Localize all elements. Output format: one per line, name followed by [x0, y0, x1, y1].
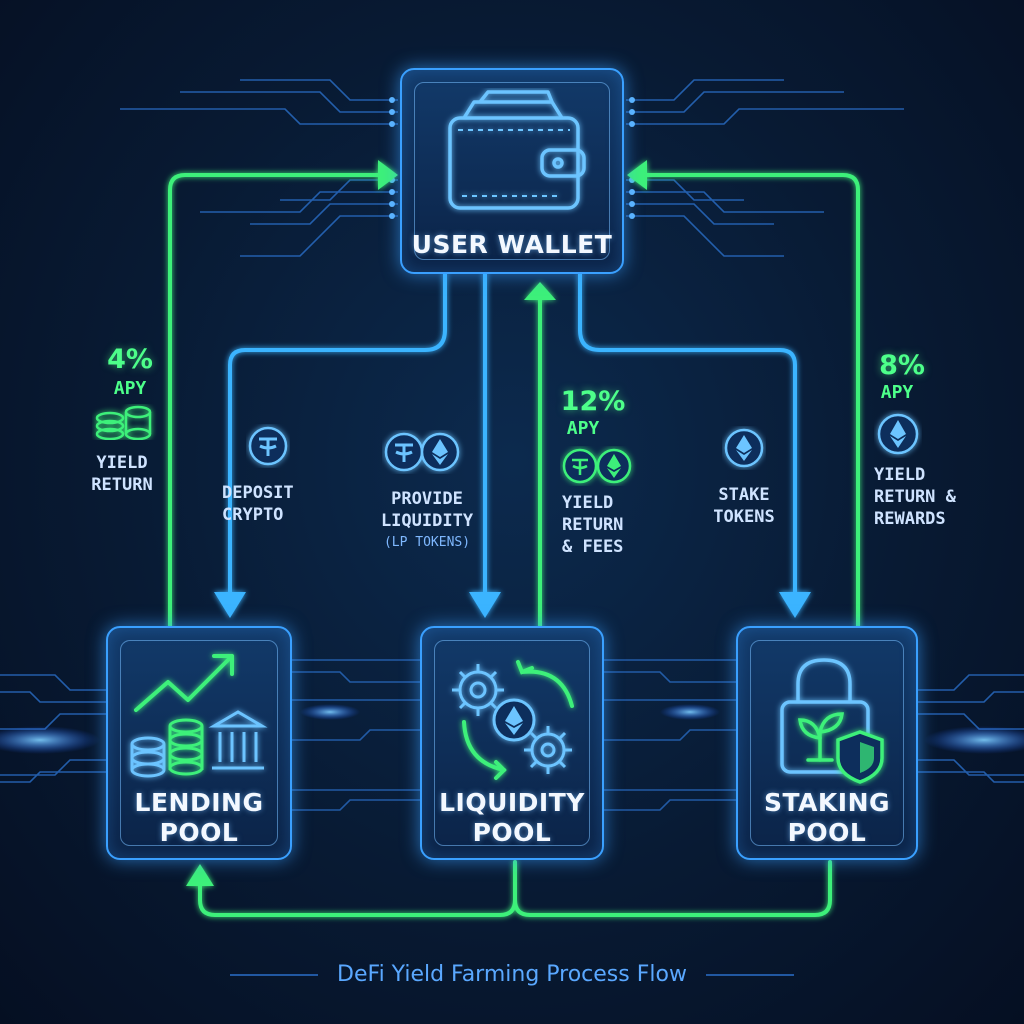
circuit-traces-between-pools	[292, 659, 736, 811]
tether-ethereum-green-icons	[562, 448, 632, 484]
stake-line2: TOKENS	[713, 507, 775, 527]
flow-stake-arrow	[779, 592, 811, 618]
user-wallet-title: USER WALLET	[411, 230, 613, 259]
bank-icon	[208, 710, 268, 770]
tether-ethereum-icons	[384, 432, 460, 472]
return-lending-line	[168, 173, 387, 630]
staking-return-line1: YIELD	[874, 465, 926, 485]
staking-return-label: YIELD RETURN & REWARDS	[874, 464, 1004, 530]
provide-line1: PROVIDE	[391, 489, 463, 509]
growth-chart-icon	[134, 654, 234, 712]
deposit-crypto-label: DEPOSIT CRYPTO	[222, 482, 332, 526]
staking-pool-node: STAKING POOL	[736, 626, 918, 860]
liquidity-pool-node: LIQUIDITY POOL	[420, 626, 604, 860]
lending-pool-title-2: POOL	[159, 818, 239, 847]
user-wallet-node: USER WALLET	[400, 68, 624, 274]
ethereum-icon	[724, 428, 764, 468]
lending-return-label: YIELD RETURN	[62, 452, 182, 496]
lending-icon-group	[130, 654, 268, 778]
mid-glow-right	[660, 704, 720, 720]
staking-apy-percent: 8%	[879, 350, 925, 381]
return-liquidity-arrow	[524, 282, 556, 300]
deposit-line2: CRYPTO	[222, 505, 284, 525]
deposit-line1: DEPOSIT	[222, 483, 294, 503]
left-glow	[0, 726, 100, 754]
ethereum-icon	[877, 413, 919, 455]
liquidity-icon-group	[452, 660, 574, 780]
circuit-traces-wallet-left	[120, 79, 398, 257]
return-staking-arrow	[627, 160, 647, 190]
staking-pool-title-1: STAKING	[763, 788, 891, 817]
provide-line3: (LP TOKENS)	[383, 535, 471, 550]
liquidity-return-line2: RETURN	[562, 515, 624, 535]
flow-deposit-arrow	[214, 592, 246, 618]
lending-pool-node: LENDING POOL	[106, 626, 292, 860]
liquidity-apy-label: APY	[566, 418, 600, 439]
provide-line2: LIQUIDITY	[380, 511, 474, 531]
return-bottom-line-right	[513, 860, 832, 917]
flow-deposit-line	[228, 272, 447, 602]
lending-return-line1: YIELD	[96, 453, 148, 473]
staking-return-line3: REWARDS	[874, 509, 946, 529]
lending-return-line2: RETURN	[91, 475, 153, 495]
return-bottom-arrow	[186, 864, 214, 886]
circuit-traces-wallet-right	[626, 79, 904, 257]
coin-stack-tall-icon	[168, 718, 204, 776]
lending-pool-title-1: LENDING	[134, 788, 264, 817]
coin-stack-icon	[95, 405, 152, 440]
stake-tokens-label: STAKE TOKENS	[694, 484, 794, 528]
right-glow	[924, 726, 1024, 754]
cycle-arrows-icon	[462, 660, 574, 780]
sprout-icon	[798, 712, 844, 762]
tether-icon	[248, 426, 288, 466]
provide-liquidity-label: PROVIDE LIQUIDITY (LP TOKENS)	[352, 488, 502, 554]
stake-line1: STAKE	[718, 485, 770, 505]
staking-return-line2: RETURN &	[874, 487, 956, 507]
liquidity-pool-title-1: LIQUIDITY	[439, 788, 585, 817]
mid-glow-left	[300, 704, 360, 720]
staking-apy-label: APY	[880, 382, 914, 403]
liquidity-apy-percent: 12%	[560, 386, 626, 417]
diagram-footer-title: DeFi Yield Farming Process Flow	[337, 962, 687, 987]
staking-pool-title-2: POOL	[787, 818, 867, 847]
shield-icon	[836, 730, 884, 784]
lending-apy-label: APY	[113, 378, 147, 399]
ethereum-icon	[492, 698, 536, 742]
liquidity-return-label: YIELD RETURN & FEES	[562, 492, 662, 558]
staking-icon-group	[780, 658, 884, 784]
liquidity-return-line1: YIELD	[562, 493, 614, 513]
wallet-icon	[448, 90, 586, 210]
return-lending-arrow	[378, 160, 398, 190]
coin-stack-icon	[130, 736, 166, 778]
lending-apy-percent: 4%	[107, 344, 153, 375]
liquidity-pool-title-2: POOL	[472, 818, 552, 847]
return-staking-line	[638, 173, 860, 630]
wallet-pins	[389, 97, 635, 219]
gears-icon	[452, 664, 572, 774]
flow-provide-arrow	[469, 592, 501, 618]
flow-stake-line	[578, 272, 797, 602]
liquidity-return-line3: & FEES	[562, 537, 624, 557]
return-bottom-line	[198, 860, 517, 917]
